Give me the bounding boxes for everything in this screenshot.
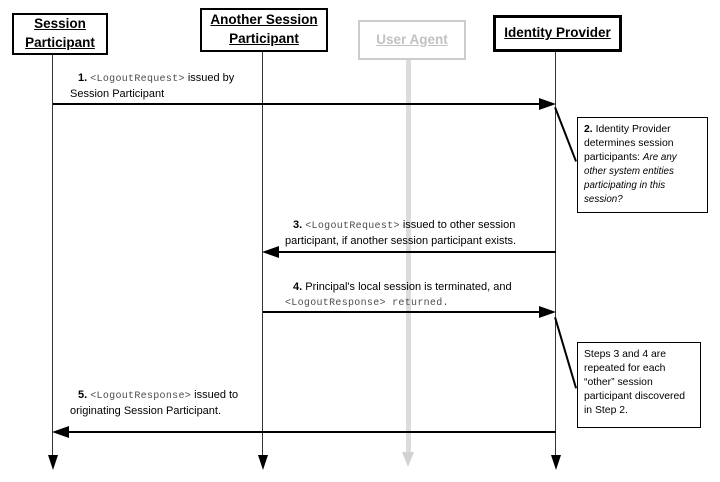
logout-response-code: <LogoutResponse> returned.: [285, 298, 449, 309]
logout-request-code: <LogoutRequest>: [305, 221, 400, 232]
message-text: originating Session Participant.: [70, 405, 222, 417]
actor-label: Identity Provider: [504, 25, 611, 41]
note-text-italic: Are any other system entities participat…: [584, 152, 677, 206]
message-5-arrow: [69, 431, 556, 433]
step-number: 1.: [78, 72, 88, 84]
actor-user-agent: User Agent: [358, 20, 466, 60]
lifeline-end-arrow-icon: [402, 452, 414, 467]
note-text: Steps 3 and 4 are repeated for each “oth…: [584, 349, 686, 417]
message-text: issued by: [187, 72, 235, 84]
note-steps-3-4: Steps 3 and 4 are repeated for each “oth…: [577, 342, 701, 428]
step-number: 4.: [293, 281, 303, 293]
message-5-arrowhead-icon: [52, 426, 69, 438]
note-step-2: 2. Identity Provider determines session …: [577, 117, 708, 214]
actor-another-session-participant: Another Session Participant: [200, 8, 328, 52]
message-text: Session Participant: [70, 88, 165, 100]
note-connector-line: [554, 317, 578, 389]
lifeline-user-agent: [406, 60, 411, 452]
note-connector-line: [554, 107, 577, 162]
message-4-arrowhead-icon: [539, 306, 556, 318]
lifeline-identity-provider: [555, 52, 556, 456]
message-5-label: 5. <LogoutResponse> issued to originatin…: [70, 388, 238, 419]
message-1-arrowhead-icon: [539, 98, 556, 110]
step-number: 3.: [293, 219, 303, 231]
lifeline-end-arrow-icon: [48, 455, 58, 470]
actor-label: Session: [34, 16, 86, 32]
message-text: issued to: [194, 389, 239, 401]
message-3-arrow: [279, 251, 556, 253]
message-3-label: 3. <LogoutRequest> issued to other sessi…: [285, 218, 516, 249]
actor-label: Another Session: [210, 12, 318, 28]
message-1-label: 1. <LogoutRequest> issued by Session Par…: [70, 71, 234, 102]
lifeline-end-arrow-icon: [551, 455, 561, 470]
logout-response-code: <LogoutResponse>: [90, 391, 192, 402]
message-text: participant, if another session particip…: [285, 235, 517, 247]
actor-identity-provider: Identity Provider: [493, 15, 622, 52]
lifeline-end-arrow-icon: [258, 455, 268, 470]
message-4-arrow: [263, 311, 539, 313]
message-text: Principal's local session is terminated,…: [305, 281, 512, 293]
actor-label: Participant: [25, 35, 95, 50]
logout-request-code: <LogoutRequest>: [90, 74, 185, 85]
message-4-label: 4. Principal's local session is terminat…: [285, 280, 512, 311]
lifeline-session-participant: [52, 55, 53, 456]
actor-label: User Agent: [376, 31, 448, 47]
message-text: issued to other session: [402, 219, 516, 231]
actor-label: Participant: [229, 31, 299, 46]
step-number: 5.: [78, 389, 88, 401]
message-3-arrowhead-icon: [262, 246, 279, 258]
note-text: Identity Provider determines session par…: [584, 124, 674, 164]
actor-session-participant: Session Participant: [12, 13, 108, 55]
message-1-arrow: [53, 103, 548, 105]
step-number: 2.: [584, 124, 593, 135]
